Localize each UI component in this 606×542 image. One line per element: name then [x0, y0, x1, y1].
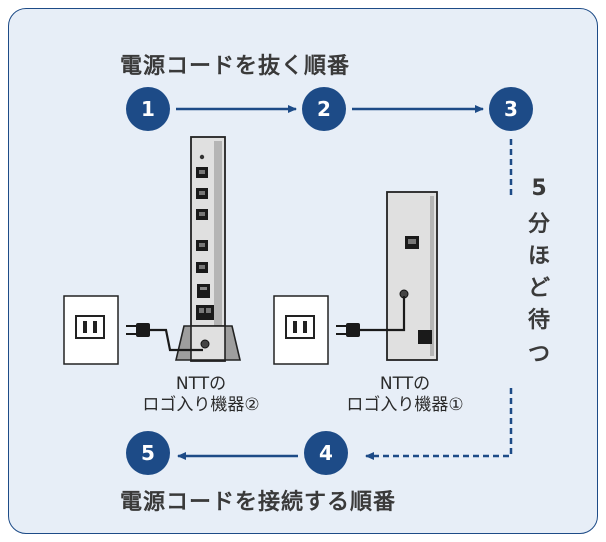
step-badge-5: 5: [126, 431, 170, 475]
lan-port-icon: [196, 209, 208, 220]
router-power-cord: [126, 323, 203, 352]
lan-port-icon: [196, 240, 208, 251]
wall-outlet-right: [273, 295, 329, 365]
lan-port-icon: [405, 236, 419, 249]
unplug-order-heading: 電源コードを抜く順番: [120, 54, 351, 79]
wait-label-char: 待: [527, 308, 550, 333]
status-led-icon: [199, 154, 205, 160]
wait-label-char: ど: [527, 276, 550, 301]
router-device: [174, 136, 242, 362]
wait-label-number: 5: [531, 176, 547, 201]
usb-port-icon: [197, 284, 210, 298]
lan-port-icon: [196, 167, 208, 178]
onu-device: [386, 191, 438, 361]
onu-power-cord: [336, 296, 406, 337]
router-caption: NTTの ロゴ入り機器②: [126, 374, 276, 416]
wait-label-char: ほ: [527, 244, 550, 269]
power-jack-icon: [200, 339, 210, 349]
wait-label-char: つ: [527, 342, 550, 367]
step-badge-4: 4: [304, 431, 348, 475]
wall-outlet-left: [63, 295, 119, 365]
wan-port-icon: [196, 305, 214, 320]
router-caption-line2: ロゴ入り機器②: [142, 395, 260, 415]
dashed-wait-line: [366, 139, 513, 456]
lan-port-icon: [196, 188, 208, 199]
step-badge-1: 1: [126, 87, 170, 131]
onu-caption-line1: NTTの: [379, 374, 431, 394]
router-caption-line1: NTTの: [175, 374, 227, 394]
wait-label-char: 分: [527, 212, 550, 237]
connect-order-heading: 電源コードを接続する順番: [120, 490, 397, 515]
optical-port-icon: [418, 330, 432, 344]
step-badge-3: 3: [489, 87, 533, 131]
lan-port-icon: [196, 262, 208, 273]
step-badge-2: 2: [302, 87, 346, 131]
onu-caption-line2: ロゴ入り機器①: [346, 395, 464, 415]
onu-caption: NTTの ロゴ入り機器①: [330, 374, 480, 416]
